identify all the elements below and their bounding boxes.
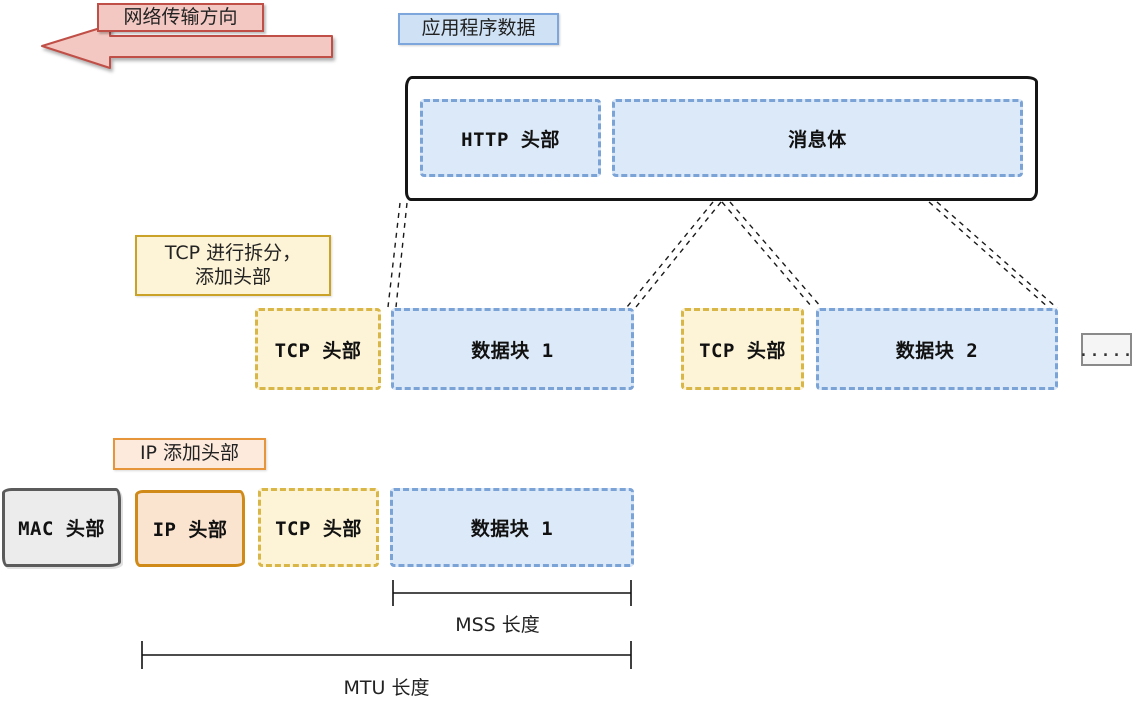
- message-body-label: 消息体: [788, 128, 847, 151]
- data-chunk-2-box: 数据块 2: [816, 308, 1058, 390]
- tcp-split-note-line2: 添加头部: [194, 265, 271, 288]
- application-data-label: 应用程序数据: [398, 13, 559, 45]
- split-connector-lines: [387, 201, 1058, 309]
- ip-add-header-note: IP 添加头部: [113, 438, 266, 470]
- mss-length-label: MSS 长度: [455, 614, 540, 637]
- http-header-segment: HTTP 头部: [420, 99, 601, 177]
- ip-header-box: IP 头部: [135, 490, 245, 567]
- data-chunk-1-packet-label: 数据块 1: [470, 518, 554, 540]
- ip-add-header-label: IP 添加头部: [139, 442, 240, 465]
- tcp-header-label-1: TCP 头部: [274, 339, 362, 362]
- data-chunk-1-label: 数据块 1: [471, 339, 554, 362]
- mtu-ruler: [141, 641, 632, 669]
- mss-ruler: [392, 580, 632, 606]
- message-body-segment: 消息体: [612, 99, 1023, 177]
- data-chunk-2-label: 数据块 2: [895, 339, 979, 362]
- tcp-header-box-1: TCP 头部: [255, 308, 381, 390]
- tcp-header-label-3: TCP 头部: [275, 518, 362, 540]
- tcp-header-label-2: TCP 头部: [699, 339, 786, 362]
- tcp-split-note: TCP 进行拆分， 添加头部: [135, 235, 331, 296]
- mac-header-box: MAC 头部: [2, 488, 121, 567]
- http-header-label: HTTP 头部: [461, 128, 560, 151]
- data-chunk-1-box: 数据块 1: [391, 308, 634, 390]
- transmission-direction-label: 网络传输方向: [97, 3, 264, 32]
- data-chunk-1-packet-box: 数据块 1: [390, 488, 634, 567]
- tcp-header-box-3: TCP 头部: [258, 488, 379, 567]
- ellipsis-label: .....: [1078, 341, 1135, 360]
- tcp-header-box-2: TCP 头部: [681, 308, 804, 390]
- mtu-length-label: MTU 长度: [343, 677, 430, 700]
- ip-header-label: IP 头部: [152, 519, 228, 541]
- tcp-split-note-line1: TCP 进行拆分，: [164, 241, 302, 264]
- mac-header-label: MAC 头部: [18, 518, 105, 540]
- ellipsis-box: .....: [1078, 333, 1135, 366]
